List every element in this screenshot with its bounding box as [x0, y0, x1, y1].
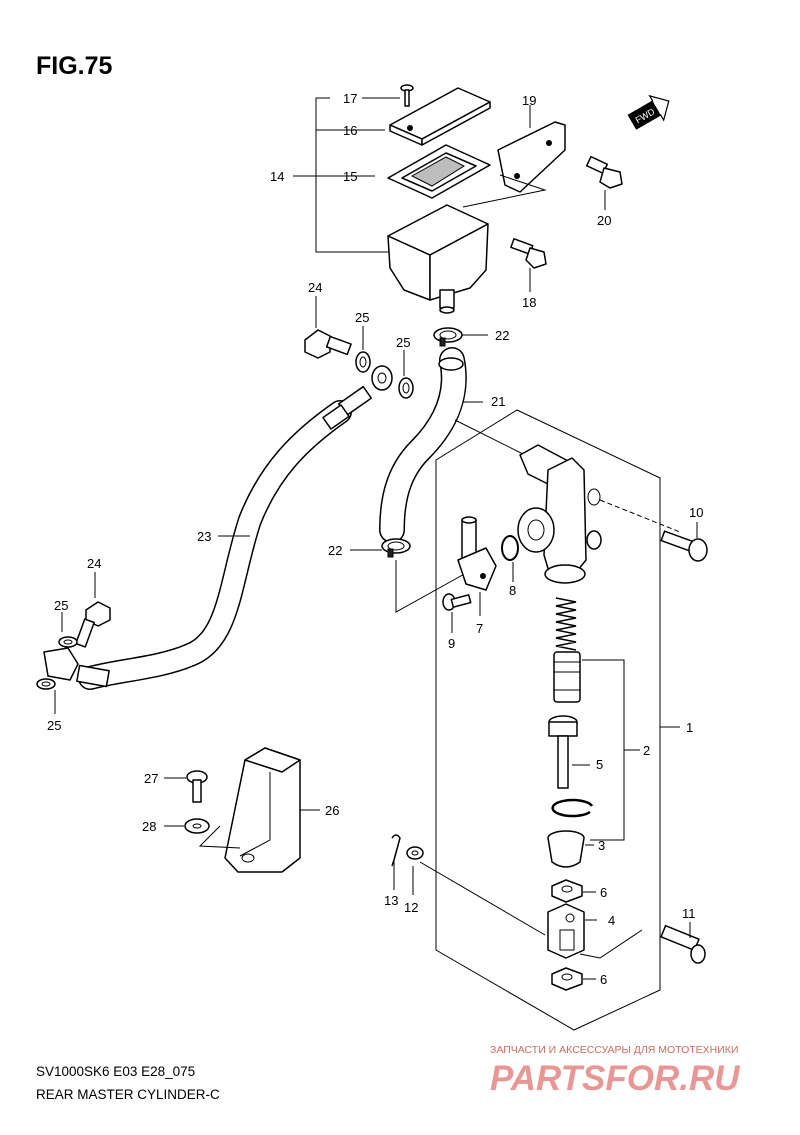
callout-12: 12: [404, 900, 418, 915]
callout-25-d: 25: [47, 718, 61, 733]
callout-11: 11: [682, 906, 696, 921]
callout-10: 10: [689, 505, 703, 520]
callout-28: 28: [142, 819, 156, 834]
cover-washer: [164, 818, 210, 834]
hose-clamp-lower: [350, 538, 469, 613]
callout-8: 8: [509, 583, 516, 598]
forward-direction-icon: FWD: [627, 94, 670, 130]
callout-5: 5: [596, 757, 603, 772]
model-code: SV1000SK6 E03 E28_075: [36, 1064, 195, 1079]
callout-16: 16: [343, 123, 357, 138]
clevis-pin: [660, 922, 706, 964]
callout-6-lower: 6: [600, 972, 607, 987]
callout-26: 26: [325, 803, 339, 818]
callout-20: 20: [597, 213, 611, 228]
callout-14: 14: [270, 169, 284, 184]
cover-screw: [164, 770, 208, 803]
clevis: [547, 903, 643, 959]
callout-18: 18: [522, 295, 536, 310]
lock-nut-upper: [551, 879, 596, 903]
callout-17: 17: [343, 91, 357, 106]
callout-3: 3: [598, 838, 605, 853]
master-cylinder-assembly-frame: [435, 409, 680, 1031]
reservoir-hose: [379, 347, 526, 543]
piston: [553, 651, 581, 703]
banjo-bolt-upper: [304, 296, 352, 359]
callout-13: 13: [384, 893, 398, 908]
brake-hose: [43, 365, 393, 690]
cylinder-cover: [198, 747, 320, 873]
master-cylinder-body: [517, 444, 681, 584]
watermark-brand: PARTSFOR.RU: [490, 1059, 740, 1098]
callout-19: 19: [522, 93, 536, 108]
callout-25-b: 25: [396, 335, 410, 350]
reservoir-bracket: [462, 105, 566, 208]
callout-24-lower: 24: [87, 556, 101, 571]
reservoir-cap-screw: [400, 84, 414, 107]
hose-joint-screw: [442, 593, 472, 633]
bracket-bolt: [585, 155, 623, 210]
sealing-washers-lower: [36, 612, 78, 714]
callout-25-a: 25: [355, 310, 369, 325]
callout-22-lower: 22: [328, 543, 342, 558]
callout-1: 1: [686, 720, 693, 735]
push-rod: [548, 715, 590, 789]
callout-25-c: 25: [54, 598, 68, 613]
clevis-washer: [406, 846, 546, 936]
dust-boot: [547, 830, 594, 868]
callout-6-upper: 6: [600, 885, 607, 900]
figure-title: FIG.75: [36, 52, 113, 80]
hose-joint: [457, 516, 497, 616]
callout-9: 9: [448, 636, 455, 651]
reservoir-cap: [389, 87, 491, 146]
callout-21: 21: [491, 394, 505, 409]
callout-22-upper: 22: [495, 328, 509, 343]
cylinder-mount-bolt: [660, 522, 708, 562]
callout-4: 4: [608, 913, 615, 928]
cotter-pin: [391, 834, 401, 890]
callout-2: 2: [643, 743, 650, 758]
piston-spring: [555, 597, 577, 651]
sealing-washers-upper: [355, 326, 414, 399]
callout-labels: 1 2 3 4 5 6 6 7 8 9 10 11 12 13 14 15 16…: [47, 91, 703, 987]
callout-27: 27: [144, 771, 158, 786]
callout-15: 15: [343, 169, 357, 184]
o-ring: [501, 535, 519, 582]
piston-set-bracket: [582, 659, 640, 841]
reservoir-body: [387, 204, 489, 314]
callout-23: 23: [197, 529, 211, 544]
lock-nut-lower: [551, 967, 596, 991]
hose-clamp-upper: [433, 327, 488, 347]
figure-caption: REAR MASTER CYLINDER-C: [36, 1087, 220, 1102]
callout-24-upper: 24: [308, 280, 322, 295]
circlip: [551, 798, 594, 818]
banjo-bolt-lower: [75, 572, 111, 648]
watermark-tagline: ЗАПЧАСТИ И АКСЕССУАРЫ ДЛЯ МОТОТЕХНИКИ: [490, 1044, 738, 1056]
reservoir-mount-bolt: [510, 238, 547, 292]
callout-7: 7: [476, 621, 483, 636]
reservoir-diaphragm: [387, 144, 491, 199]
reservoir-group-bracket: [293, 97, 400, 253]
